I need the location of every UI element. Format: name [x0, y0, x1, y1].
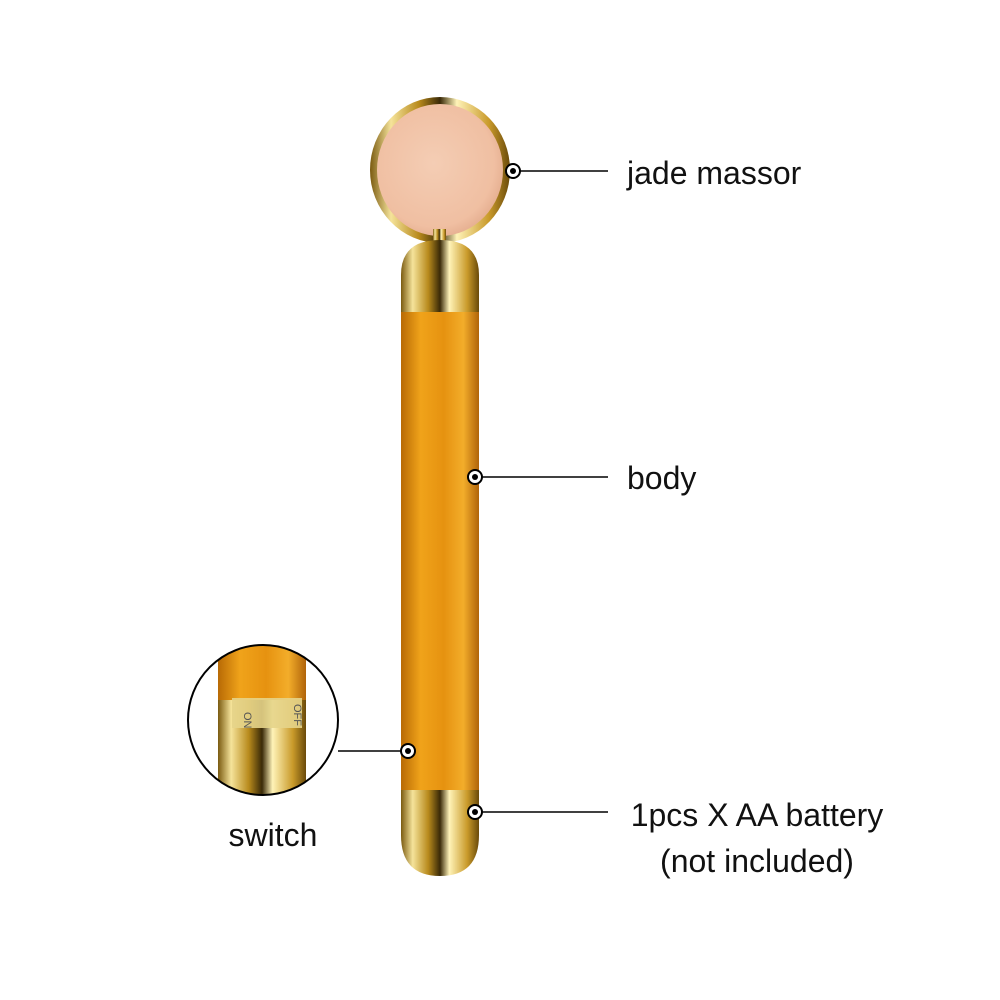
switch-detail-border	[187, 644, 339, 796]
label-battery-note: (not included)	[660, 843, 854, 879]
battery-cap	[401, 790, 479, 876]
callout-switch	[338, 743, 416, 759]
label-battery: 1pcs X AA battery	[631, 797, 884, 833]
switch-detail: ON OFF	[188, 645, 338, 795]
switch-off-mark: OFF	[291, 704, 303, 726]
label-jade-massor: jade massor	[626, 155, 802, 191]
body	[401, 312, 479, 790]
jade-roller-head	[370, 97, 510, 243]
callout-battery	[467, 804, 608, 820]
top-cap	[401, 240, 479, 312]
switch-on-mark: ON	[241, 712, 253, 729]
callout-body	[467, 469, 608, 485]
callout-jade	[505, 163, 608, 179]
label-body: body	[627, 460, 696, 496]
label-switch: switch	[229, 817, 318, 853]
